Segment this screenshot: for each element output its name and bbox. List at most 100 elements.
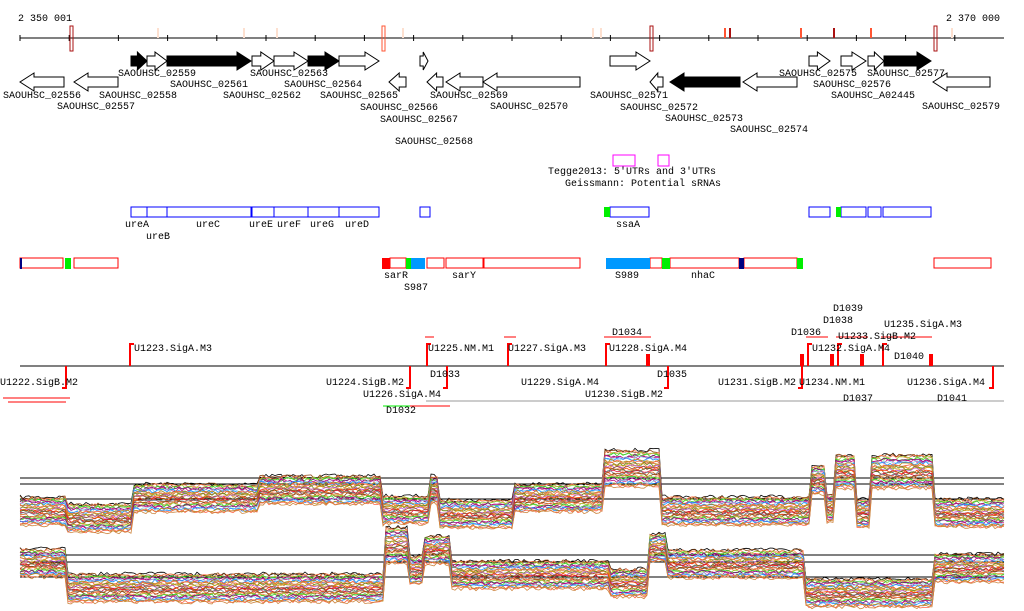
rna-feature[interactable]: [445, 257, 484, 269]
gene-arrow-forward[interactable]: [840, 51, 867, 71]
gene-feature[interactable]: [166, 206, 252, 218]
expression-trace: [19, 484, 1005, 535]
expression-trace: [19, 549, 1005, 601]
terminator-label: D1040: [894, 352, 925, 363]
operon-label: U1236.SigA.M4: [907, 378, 986, 389]
expression-trace: [19, 454, 1005, 512]
gene-feature[interactable]: [419, 206, 431, 218]
gene-label: SAOUHSC_02569: [430, 91, 509, 102]
gene-arrow-reverse[interactable]: [742, 72, 798, 92]
gene-name-label: ureF: [277, 220, 302, 231]
gene-feature[interactable]: [307, 206, 340, 218]
rna-name-label: sarY: [452, 271, 477, 282]
rna-feature[interactable]: [389, 257, 407, 269]
promoter-marker: [605, 343, 610, 366]
promoter-marker: [62, 366, 67, 389]
gene-feature[interactable]: [808, 206, 831, 218]
ruler-marker: [592, 28, 594, 38]
gene-feature[interactable]: [273, 206, 309, 218]
operon-label: U1223.SigA.M3: [134, 344, 213, 355]
rna-feature[interactable]: [19, 257, 64, 269]
promoter-marker: [406, 366, 411, 389]
gene-label: SAOUHSC_02563: [250, 69, 329, 80]
gene-arrow-forward[interactable]: [166, 51, 252, 71]
expression-trace: [19, 461, 1005, 517]
gene-label: SAOUHSC_02579: [922, 102, 1001, 113]
gene-label: SAOUHSC_02561: [170, 80, 249, 91]
terminator-label: D1033: [430, 370, 461, 381]
gene-label: SAOUHSC_02576: [813, 80, 892, 91]
ruler-marker: [276, 28, 278, 38]
rna-feature[interactable]: [933, 257, 992, 269]
operon-label: U1233.SigB.M2: [838, 332, 917, 343]
gene-feature[interactable]: [867, 206, 882, 218]
gene-arrow-reverse[interactable]: [482, 72, 581, 92]
rna-feature[interactable]: [426, 257, 445, 269]
rna-name-label: sarR: [384, 271, 409, 282]
gene-label: SAOUHSC_02556: [3, 91, 82, 102]
gene-label: SAOUHSC_02573: [665, 114, 744, 125]
expression-trace: [19, 560, 1005, 610]
terminator-label: D1036: [791, 328, 822, 339]
gene-arrow-reverse[interactable]: [426, 71, 444, 93]
gene-arrow-reverse[interactable]: [445, 72, 484, 92]
feature-marker: [411, 258, 425, 269]
gene-label: SAOUHSC_02565: [320, 91, 399, 102]
gene-feature[interactable]: [609, 206, 650, 218]
feature-marker: [739, 258, 744, 269]
rna-feature[interactable]: [743, 257, 798, 269]
ruler-marker: [402, 28, 404, 38]
terminator-label: D1037: [843, 394, 874, 405]
gene-arrow-forward[interactable]: [307, 51, 340, 71]
gene-feature[interactable]: [146, 206, 168, 218]
gene-arrow-forward[interactable]: [609, 51, 651, 71]
gene-arrow-forward[interactable]: [338, 51, 380, 71]
gene-arrow-forward[interactable]: [419, 51, 429, 71]
gene-feature[interactable]: [338, 206, 380, 218]
gene-arrow-forward[interactable]: [130, 50, 148, 72]
gene-arrow-reverse[interactable]: [19, 72, 65, 92]
gene-arrow-forward[interactable]: [808, 51, 831, 71]
ruler-marker: [951, 28, 953, 38]
gene-arrow-forward[interactable]: [883, 51, 932, 71]
ruler-marker: [724, 28, 726, 38]
gene-arrow-reverse[interactable]: [669, 72, 741, 92]
rna-feature[interactable]: [669, 257, 740, 269]
operon-label: U1227.SigA.M3: [508, 344, 587, 355]
utr-feature[interactable]: [612, 154, 636, 167]
utr-feature[interactable]: [657, 154, 670, 167]
ruler-marker: [933, 25, 938, 52]
gene-name-label: ureC: [196, 220, 221, 231]
feature-marker: [382, 258, 390, 269]
gene-feature[interactable]: [130, 206, 148, 218]
gene-arrow-reverse[interactable]: [932, 72, 991, 92]
gene-feature[interactable]: [840, 206, 867, 218]
operon-label: U1234.NM.M1: [799, 378, 866, 389]
operon-label: U1226.SigA.M4: [363, 390, 442, 401]
promoter-marker: [798, 366, 803, 389]
terminator-label: D1034: [612, 328, 643, 339]
terminator-marker: [830, 354, 834, 366]
rna-feature[interactable]: [73, 257, 119, 269]
gene-arrow-reverse[interactable]: [388, 71, 407, 93]
rna-feature[interactable]: [483, 257, 581, 269]
feature-marker: [836, 207, 841, 217]
gene-arrow-forward[interactable]: [867, 50, 885, 72]
gene-arrow-reverse[interactable]: [73, 72, 119, 92]
gene-arrow-forward[interactable]: [146, 51, 168, 71]
gene-feature[interactable]: [882, 206, 932, 218]
operon-label: U1235.SigA.M3: [884, 320, 963, 331]
gene-arrow-forward[interactable]: [251, 51, 275, 71]
ruler-marker: [870, 28, 872, 38]
gene-name-label: ureE: [249, 220, 274, 231]
rna-feature[interactable]: [649, 257, 663, 269]
operon-label: U1232.SigA.M4: [812, 344, 891, 355]
gene-name-label: ureA: [125, 220, 150, 231]
gene-arrow-reverse[interactable]: [649, 71, 664, 93]
gene-feature[interactable]: [251, 206, 275, 218]
promoter-marker: [507, 343, 512, 366]
gene-arrow-forward[interactable]: [273, 51, 309, 71]
operon-label: U1231.SigB.M2: [718, 378, 797, 389]
expression-trace: [19, 544, 1005, 597]
